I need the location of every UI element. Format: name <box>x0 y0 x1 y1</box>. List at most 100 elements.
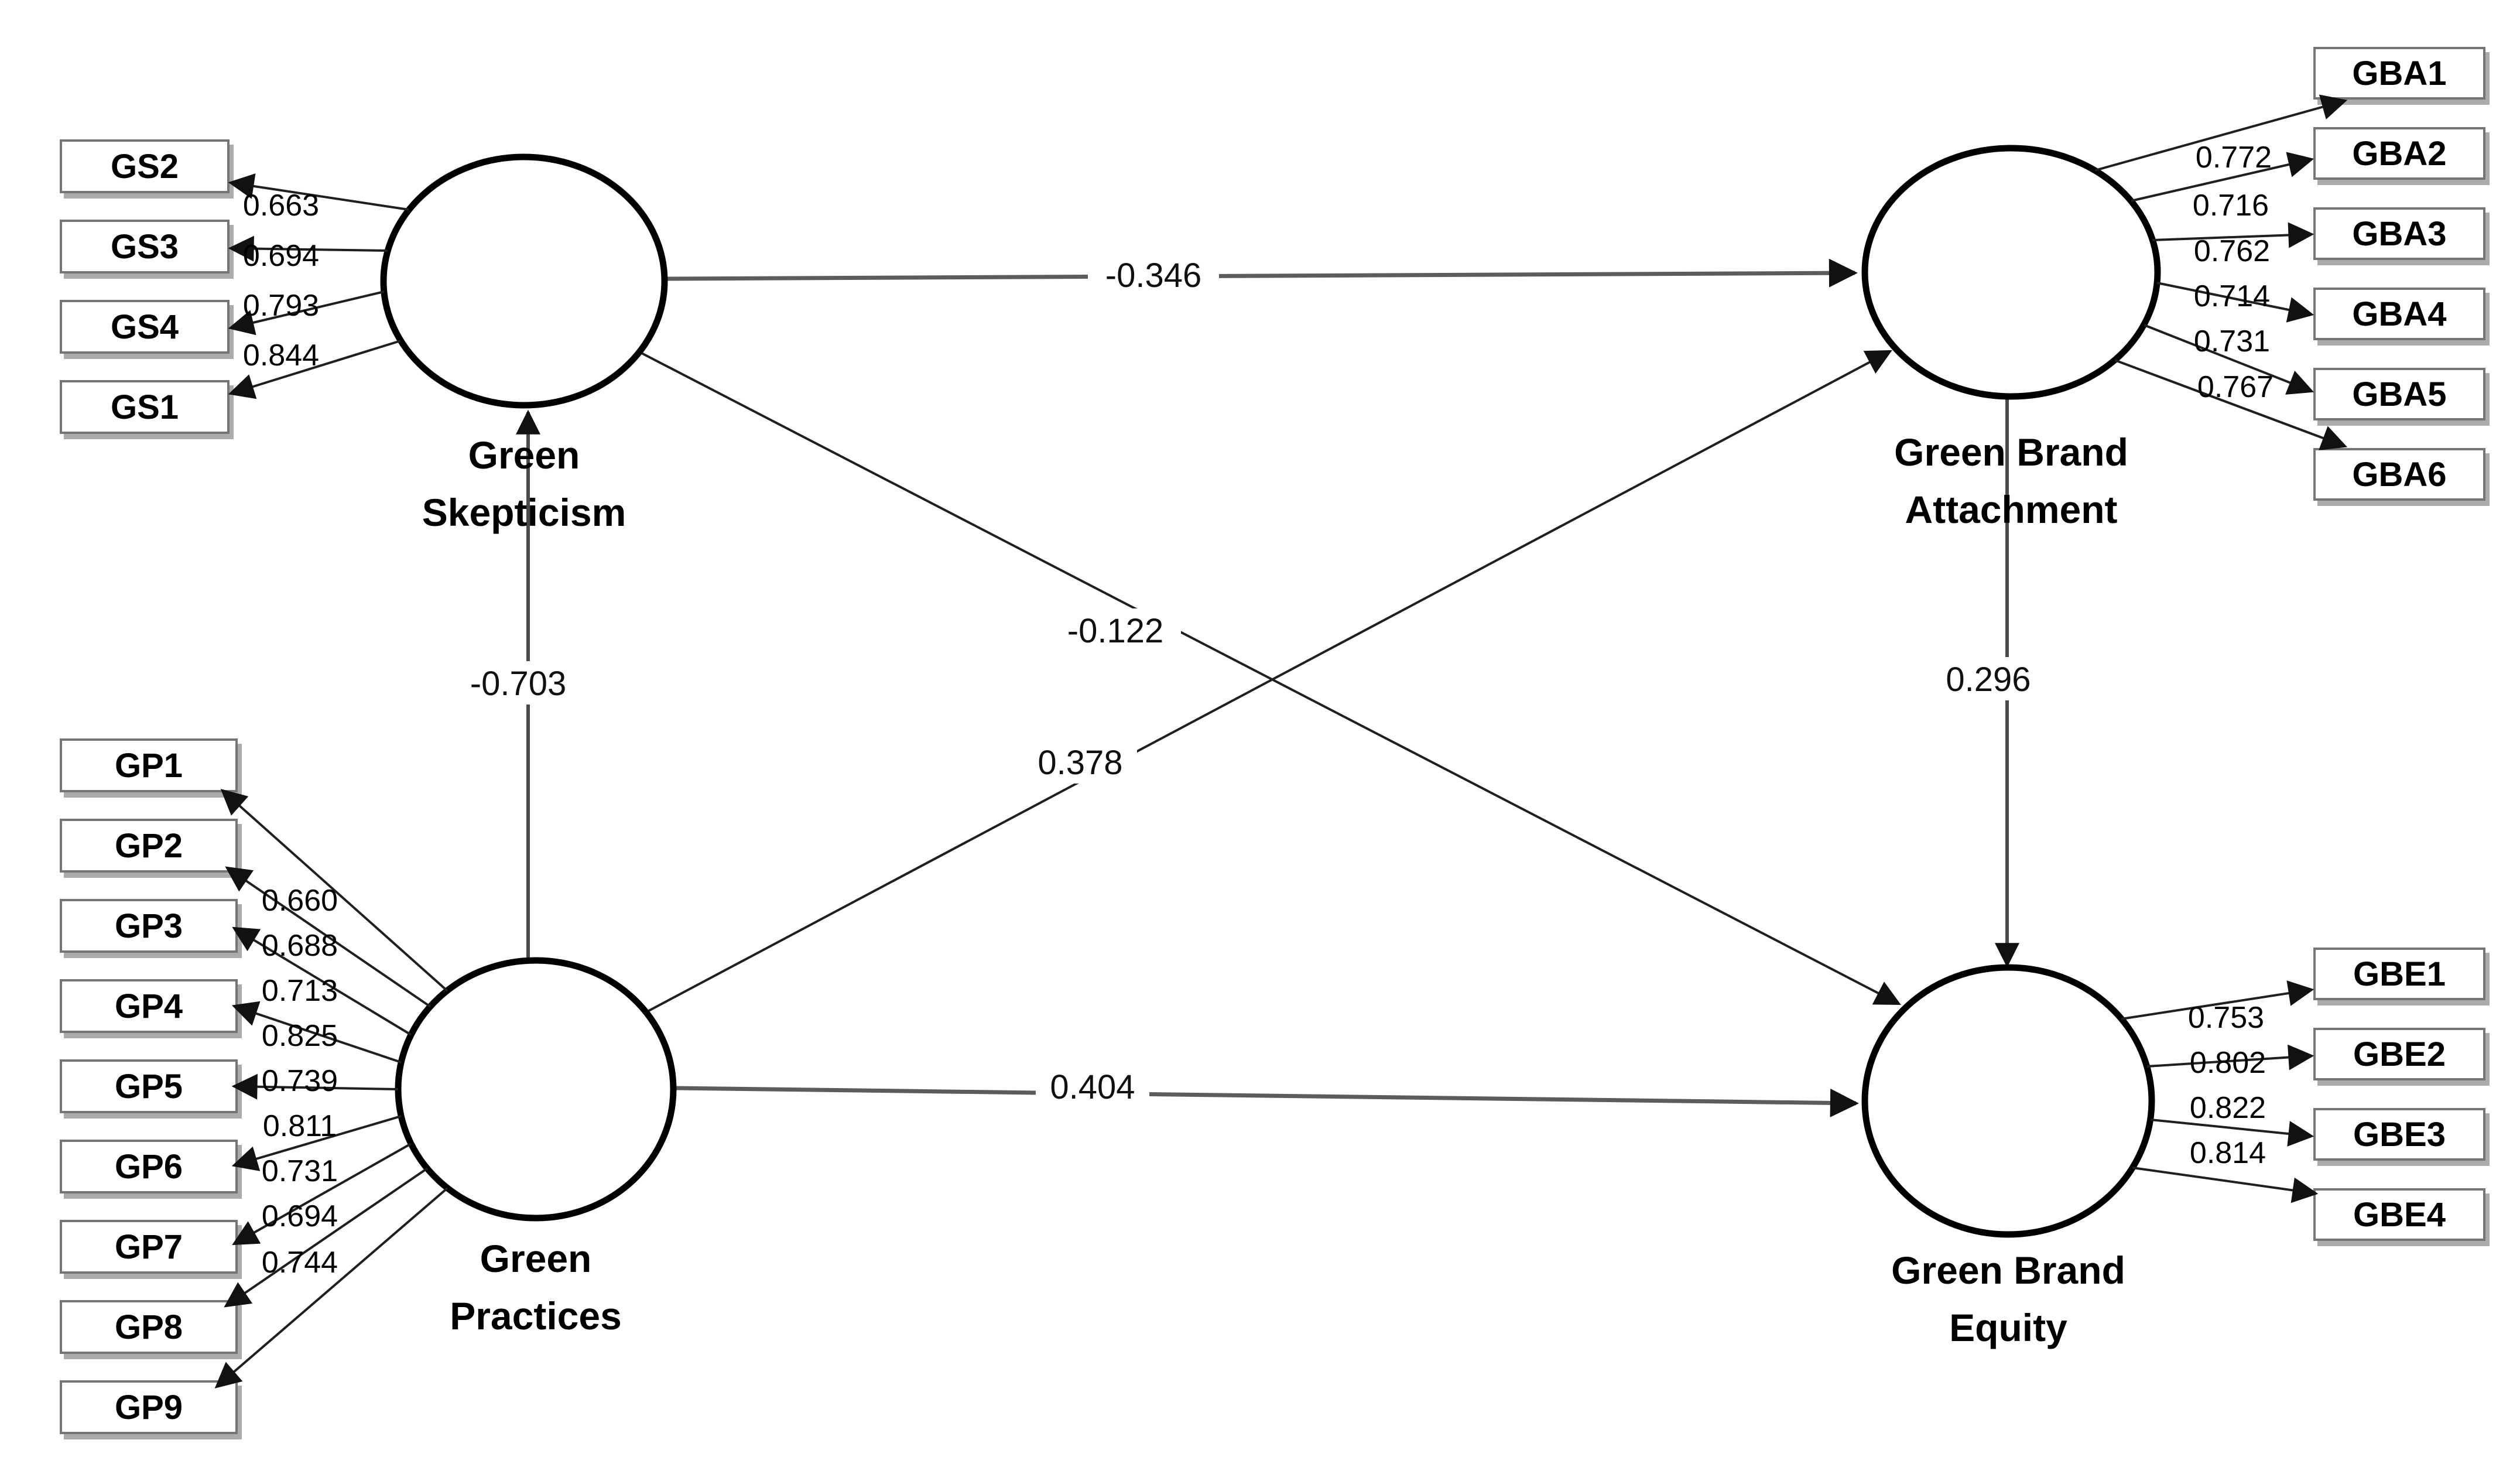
label-green-brand-attachment-line2: Attachment <box>1905 488 2117 531</box>
indicator-box-gba5 <box>2313 368 2485 420</box>
indicator-label-gs3: GS3 <box>111 228 179 266</box>
loading-arrow-gp9 <box>214 1187 448 1388</box>
loading-arrow-gba2 <box>2131 152 2314 202</box>
latent-constructs <box>380 145 2161 1238</box>
indicator-box-gp6 <box>60 1140 238 1193</box>
path-gs-to-gba-arrow <box>665 258 1858 288</box>
indicator-label-gs2: GS2 <box>111 148 179 186</box>
loading-value-gp5: 0.739 <box>262 1064 338 1098</box>
indicator-box-gbe4 <box>2313 1188 2485 1241</box>
indicator-label-gbe3: GBE3 <box>2353 1116 2446 1154</box>
path-gs-to-gbe-arrow <box>638 350 1901 1005</box>
loading-arrow-gs4 <box>228 290 385 336</box>
indicator-box-gba1 <box>2313 47 2485 100</box>
indicator-box-gba6 <box>2313 448 2485 501</box>
loading-arrow-gs3 <box>228 235 388 262</box>
indicator-label-gs4: GS4 <box>111 308 179 346</box>
indicator-label-gba5: GBA5 <box>2352 375 2446 413</box>
indicator-label-gba4: GBA4 <box>2352 295 2446 333</box>
indicator-box-gbe1 <box>2313 948 2485 1000</box>
indicator-box-gp7 <box>60 1220 238 1274</box>
indicator-box-gp5 <box>60 1059 238 1113</box>
indicator-label-gba3: GBA3 <box>2352 215 2446 253</box>
construct-labels: Green Skepticism Green Practices Green B… <box>422 430 2128 1349</box>
loading-value-gp4: 0.825 <box>262 1019 338 1053</box>
loading-value-gp1: 0.660 <box>262 884 338 918</box>
coef-gs-to-gbe: -0.122 <box>1067 612 1163 650</box>
loading-value-gp3: 0.713 <box>262 974 338 1008</box>
label-green-skepticism-line1: Green <box>468 433 580 477</box>
loading-arrow-gp1 <box>220 789 448 992</box>
loading-arrow-gba1 <box>2094 94 2348 172</box>
loading-arrow-gbe4 <box>2132 1167 2319 1203</box>
indicator-label-gbe1: GBE1 <box>2353 955 2446 993</box>
indicator-label-gbe4: GBE4 <box>2353 1196 2446 1234</box>
loading-value-gs2: 0.663 <box>243 189 319 223</box>
indicator-label-gp2: GP2 <box>115 827 183 865</box>
coef-bg-gp-gba <box>1023 740 1137 784</box>
loading-arrow-gbe1 <box>2121 980 2314 1020</box>
label-green-brand-equity-line2: Equity <box>1949 1306 2067 1349</box>
loading-arrows <box>214 94 2348 1388</box>
indicator-box-gp4 <box>60 979 238 1033</box>
indicator-box-gs1 <box>60 380 230 434</box>
indicator-label-gp1: GP1 <box>115 747 183 785</box>
loading-arrow-gba5 <box>2144 324 2314 395</box>
loading-value-gbe3: 0.822 <box>2190 1091 2266 1125</box>
label-green-brand-equity-line1: Green Brand <box>1891 1249 2125 1292</box>
indicator-box-gba4 <box>2313 288 2485 340</box>
path-gp-to-gba-arrow <box>648 350 1892 1012</box>
coef-bg-gp-gs <box>453 661 584 704</box>
loading-value-gs1: 0.844 <box>243 338 319 372</box>
label-green-practices-line2: Practices <box>450 1294 622 1338</box>
coef-gp-to-gs: -0.703 <box>470 665 566 703</box>
loading-value-gp9: 0.744 <box>262 1246 338 1280</box>
loading-arrow-gs1 <box>228 340 401 399</box>
indicator-label-gba6: GBA6 <box>2352 456 2446 494</box>
loading-arrow-gp6 <box>231 1115 402 1171</box>
loading-value-gba4: 0.714 <box>2194 279 2270 313</box>
indicator-label-gba2: GBA2 <box>2352 135 2446 173</box>
indicator-box-gs4 <box>60 300 230 354</box>
loading-arrow-gp5 <box>231 1073 399 1100</box>
indicator-boxes <box>60 47 2485 1434</box>
loading-arrow-gp3 <box>232 926 412 1036</box>
loading-value-gp7: 0.731 <box>262 1154 338 1188</box>
loading-arrow-gbe3 <box>2150 1119 2314 1147</box>
indicator-label-gp8: GP8 <box>115 1308 183 1346</box>
label-green-practices-line1: Green <box>480 1237 592 1280</box>
indicator-box-gba2 <box>2313 127 2485 180</box>
coef-gs-to-gba: -0.346 <box>1105 256 1201 295</box>
loading-value-gba2: 0.716 <box>2193 189 2269 223</box>
latent-circle-green-brand-attachment <box>1861 145 2161 400</box>
latent-circle-green-skepticism <box>380 153 668 409</box>
indicator-box-gbe3 <box>2313 1108 2485 1161</box>
indicator-box-gp3 <box>60 899 238 953</box>
loading-value-gbe2: 0.802 <box>2190 1046 2266 1080</box>
loading-value-gs4: 0.793 <box>243 289 319 323</box>
latent-circle-green-brand-equity <box>1861 964 2155 1238</box>
coef-gba-to-gbe: 0.296 <box>1946 661 2031 699</box>
indicator-box-gbe2 <box>2313 1028 2485 1080</box>
indicator-label-gp5: GP5 <box>115 1068 183 1106</box>
coef-gp-to-gba: 0.378 <box>1038 744 1122 782</box>
loading-arrow-gba6 <box>2114 359 2348 450</box>
indicator-box-gp9 <box>60 1380 238 1434</box>
structural-paths <box>516 258 2019 1117</box>
indicator-box-gp1 <box>60 738 238 792</box>
indicator-box-gba3 <box>2313 207 2485 260</box>
indicator-box-gs2 <box>60 139 230 193</box>
loading-value-gs3: 0.694 <box>243 239 319 273</box>
path-gp-to-gbe-arrow <box>674 1086 1859 1117</box>
indicator-box-gp8 <box>60 1300 238 1354</box>
loading-value-gba5: 0.731 <box>2194 324 2270 358</box>
loading-arrow-gba4 <box>2156 282 2314 323</box>
loading-arrow-gba3 <box>2152 222 2314 248</box>
coef-bg-gs-gba <box>1088 253 1219 296</box>
loading-value-gba3: 0.762 <box>2194 234 2270 268</box>
indicator-label-gba1: GBA1 <box>2352 54 2446 93</box>
loading-arrow-gp7 <box>232 1143 412 1246</box>
coef-bg-gp-gbe <box>1036 1065 1149 1108</box>
loading-value-gbe4: 0.814 <box>2190 1136 2266 1170</box>
